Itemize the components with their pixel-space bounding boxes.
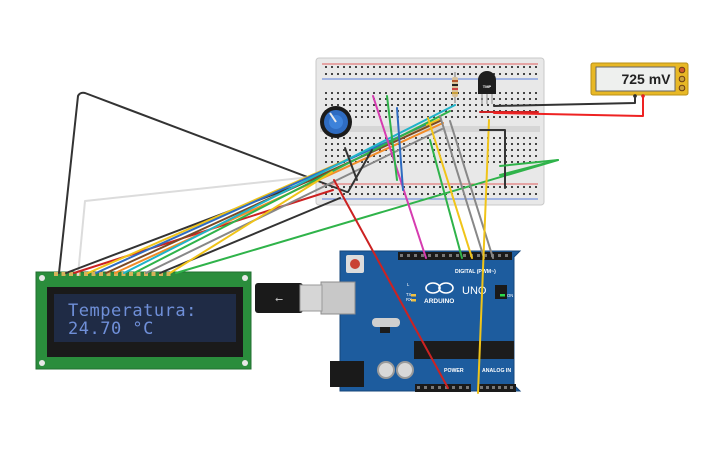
arduino-model: UNO — [462, 285, 487, 297]
multimeter-reading: 725 mV — [621, 71, 671, 87]
arduino-on-label: ON — [507, 293, 513, 298]
arduino-brand: ARDUINO — [424, 298, 454, 305]
lcd-module[interactable]: Temperatura: 24.70 °C — [35, 271, 252, 370]
wire-black-6[interactable] — [479, 129, 506, 189]
wire-gray-1[interactable] — [77, 175, 321, 276]
arduino-digital-pin[interactable] — [484, 254, 487, 257]
wire-red-2[interactable] — [333, 179, 449, 389]
sensor-label: TMP — [483, 84, 492, 89]
wire-yellow-3[interactable] — [427, 117, 473, 259]
wire-green-5[interactable] — [499, 159, 559, 167]
arduino-analog-pin[interactable] — [510, 386, 513, 389]
arduino-power-label: POWER — [444, 368, 464, 374]
arduino-digital-pin[interactable] — [498, 254, 501, 257]
arduino-analog-pin[interactable] — [486, 386, 489, 389]
lcd-pin[interactable] — [136, 272, 141, 276]
lcd-pin[interactable] — [99, 272, 103, 276]
wire-lcd-gnd[interactable] — [58, 91, 348, 274]
arduino-digital-pin[interactable] — [407, 254, 410, 257]
wire-green-3[interactable] — [386, 95, 398, 181]
lcd-pin[interactable] — [151, 272, 156, 276]
wire-yellow-4[interactable] — [477, 119, 490, 394]
arduino-digital-pin[interactable] — [428, 254, 431, 257]
wire-probe-black[interactable] — [493, 95, 636, 107]
potentiometer[interactable] — [320, 106, 352, 138]
arduino-analog-pin[interactable] — [492, 386, 495, 389]
temperature-sensor[interactable]: TMP — [478, 71, 496, 104]
arduino-analog-pin[interactable] — [504, 386, 507, 389]
lcd-pin[interactable] — [114, 272, 118, 276]
arduino-digital-pin[interactable] — [477, 254, 480, 257]
arduino-digital-pin[interactable] — [505, 254, 508, 257]
usb-cable[interactable]: ⭠ — [255, 283, 323, 313]
arduino-power-pin[interactable] — [452, 386, 455, 389]
wire-black-5[interactable] — [347, 149, 373, 193]
lcd-pin[interactable] — [54, 272, 58, 276]
breadboard[interactable] — [315, 57, 545, 206]
arduino-power-pin[interactable] — [424, 386, 427, 389]
lcd-pin[interactable] — [129, 272, 133, 276]
usb-icon: ⭠ — [275, 294, 283, 305]
wire-magenta[interactable] — [372, 95, 427, 259]
arduino-rx-label: RX — [406, 297, 412, 302]
resistor[interactable] — [452, 72, 458, 103]
arduino-digital-pin[interactable] — [456, 254, 459, 257]
multimeter-terminals[interactable] — [678, 66, 686, 92]
lcd-pin[interactable] — [166, 272, 171, 276]
arduino-analog-pin[interactable] — [498, 386, 501, 389]
arduino-digital-pin[interactable] — [421, 254, 424, 257]
arduino-digital-pin[interactable] — [442, 254, 445, 257]
lcd-pin[interactable] — [91, 272, 96, 276]
wire-blue-1[interactable] — [95, 124, 426, 274]
arduino-digital-pin[interactable] — [463, 254, 466, 257]
lcd-line-1: Temperatura: — [68, 301, 197, 321]
arduino-tx-label: TX — [406, 292, 412, 297]
wire-probe-red[interactable] — [493, 95, 644, 117]
lcd-pin[interactable] — [159, 272, 163, 276]
wire-blue-2[interactable] — [396, 107, 404, 191]
arduino-digital-pin[interactable] — [414, 254, 417, 257]
arduino-logo — [425, 282, 454, 294]
arduino-digital-pin[interactable] — [449, 254, 452, 257]
arduino-power-pin[interactable] — [466, 386, 469, 389]
lcd-pin[interactable] — [144, 272, 148, 276]
lcd-line-2: 24.70 °C — [68, 319, 154, 339]
lcd-pin[interactable] — [106, 272, 111, 276]
wire-black-2[interactable] — [65, 175, 323, 274]
wire-green-1[interactable] — [133, 110, 451, 274]
arduino-digital-pin[interactable] — [400, 254, 403, 257]
arduino-power-pin[interactable] — [445, 386, 448, 389]
lcd-pin[interactable] — [121, 272, 126, 276]
wire-black-4[interactable] — [344, 147, 358, 181]
arduino-l-label: L — [407, 282, 410, 287]
wire-yellow-2[interactable] — [169, 171, 333, 274]
arduino-digital-pin[interactable] — [435, 254, 438, 257]
multimeter[interactable]: 725 mV — [590, 62, 689, 98]
arduino-analog-label: ANALOG IN — [482, 368, 511, 374]
arduino-digital-label: DIGITAL (PWM~) — [455, 269, 496, 275]
wire-cyan-1[interactable] — [123, 104, 456, 274]
arduino-power-pin[interactable] — [459, 386, 462, 389]
lcd-pin[interactable] — [84, 272, 88, 276]
wires[interactable] — [58, 91, 644, 394]
wire-green-4[interactable] — [429, 139, 463, 259]
lcd-pin[interactable] — [69, 272, 73, 276]
wire-gray-3[interactable] — [439, 115, 485, 259]
arduino-analog-pin[interactable] — [480, 386, 483, 389]
arduino-board[interactable]: TX RX L ON DIGITAL (PWM~) POWER ANALOG I… — [320, 250, 522, 392]
arduino-power-pin[interactable] — [438, 386, 441, 389]
arduino-power-pin[interactable] — [417, 386, 420, 389]
wire-gray-4[interactable] — [449, 120, 494, 259]
lcd-pin[interactable] — [61, 272, 66, 276]
arduino-power-pin[interactable] — [431, 386, 434, 389]
